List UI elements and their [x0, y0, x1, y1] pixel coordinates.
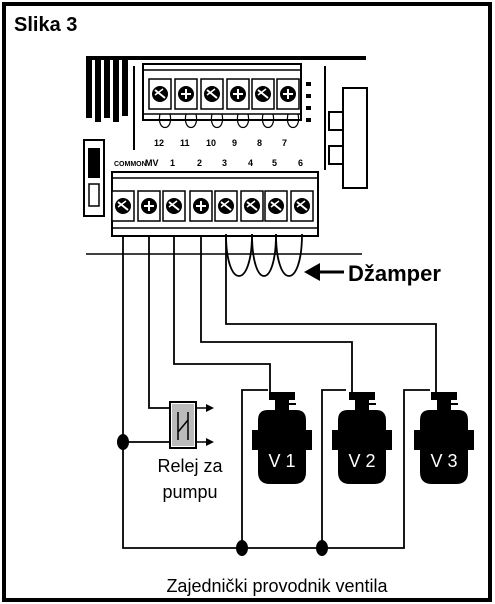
top-terminal-screw	[276, 78, 300, 110]
bottom-terminal-label: MV	[145, 158, 159, 168]
relay-label-line1: Relej za	[157, 456, 223, 476]
bottom-terminal-screw	[162, 190, 186, 222]
bottom-terminal-label: 3	[222, 158, 227, 168]
top-terminal-label: 8	[257, 138, 262, 148]
top-terminal-screw	[226, 78, 250, 110]
common-wire-label: Zajednički provodnik ventila	[166, 576, 388, 596]
pump-relay	[169, 401, 214, 449]
bottom-terminal-screw	[189, 190, 213, 222]
top-terminal-label: 9	[232, 138, 237, 148]
top-terminal-strip	[142, 63, 302, 121]
jumper-arrow	[304, 263, 344, 281]
valve-label: V 1	[268, 451, 295, 471]
bottom-terminal-label: COMMON	[114, 161, 147, 168]
top-strip-indicator	[306, 82, 311, 122]
bottom-terminal-screw	[290, 190, 314, 222]
top-jumper-loops	[158, 113, 300, 129]
side-connector	[328, 87, 368, 189]
top-terminal-screw	[174, 78, 198, 110]
top-terminal-label: 10	[206, 138, 216, 148]
figure-title: Slika 3	[14, 14, 77, 36]
bottom-terminal-screw	[214, 190, 238, 222]
junction-dots	[117, 434, 328, 556]
valve-v2: V 2	[332, 392, 392, 484]
bottom-terminal-screw	[137, 190, 161, 222]
cable-bundle	[86, 58, 128, 122]
bottom-terminal-screw	[264, 190, 288, 222]
top-terminal-label: 12	[154, 138, 164, 148]
valve-label: V 3	[430, 451, 457, 471]
top-terminal-screw	[251, 78, 275, 110]
bottom-terminal-screw	[240, 190, 264, 222]
jumper-label: Džamper	[348, 261, 441, 286]
top-terminal-screw	[148, 78, 172, 110]
bottom-terminal-label: 4	[248, 158, 253, 168]
bottom-terminal-label: 5	[272, 158, 277, 168]
jumper-loops	[225, 233, 303, 277]
bottom-terminal-label: 2	[197, 158, 202, 168]
bottom-terminal-label: 6	[298, 158, 303, 168]
bottom-terminal-strip	[111, 171, 319, 237]
valve-v1: V 1	[252, 392, 312, 484]
relay-label-line2: pumpu	[162, 482, 217, 502]
bottom-terminal-label: 1	[170, 158, 175, 168]
top-terminal-label: 7	[282, 138, 287, 148]
top-terminal-label: 11	[180, 138, 190, 148]
left-switch-block	[83, 139, 105, 217]
valve-label: V 2	[348, 451, 375, 471]
valve-v3: V 3	[414, 392, 474, 484]
top-terminal-labels: 12 11 10 9 8 7	[154, 138, 287, 148]
bottom-terminal-screw	[111, 190, 135, 222]
top-terminal-screw	[200, 78, 224, 110]
